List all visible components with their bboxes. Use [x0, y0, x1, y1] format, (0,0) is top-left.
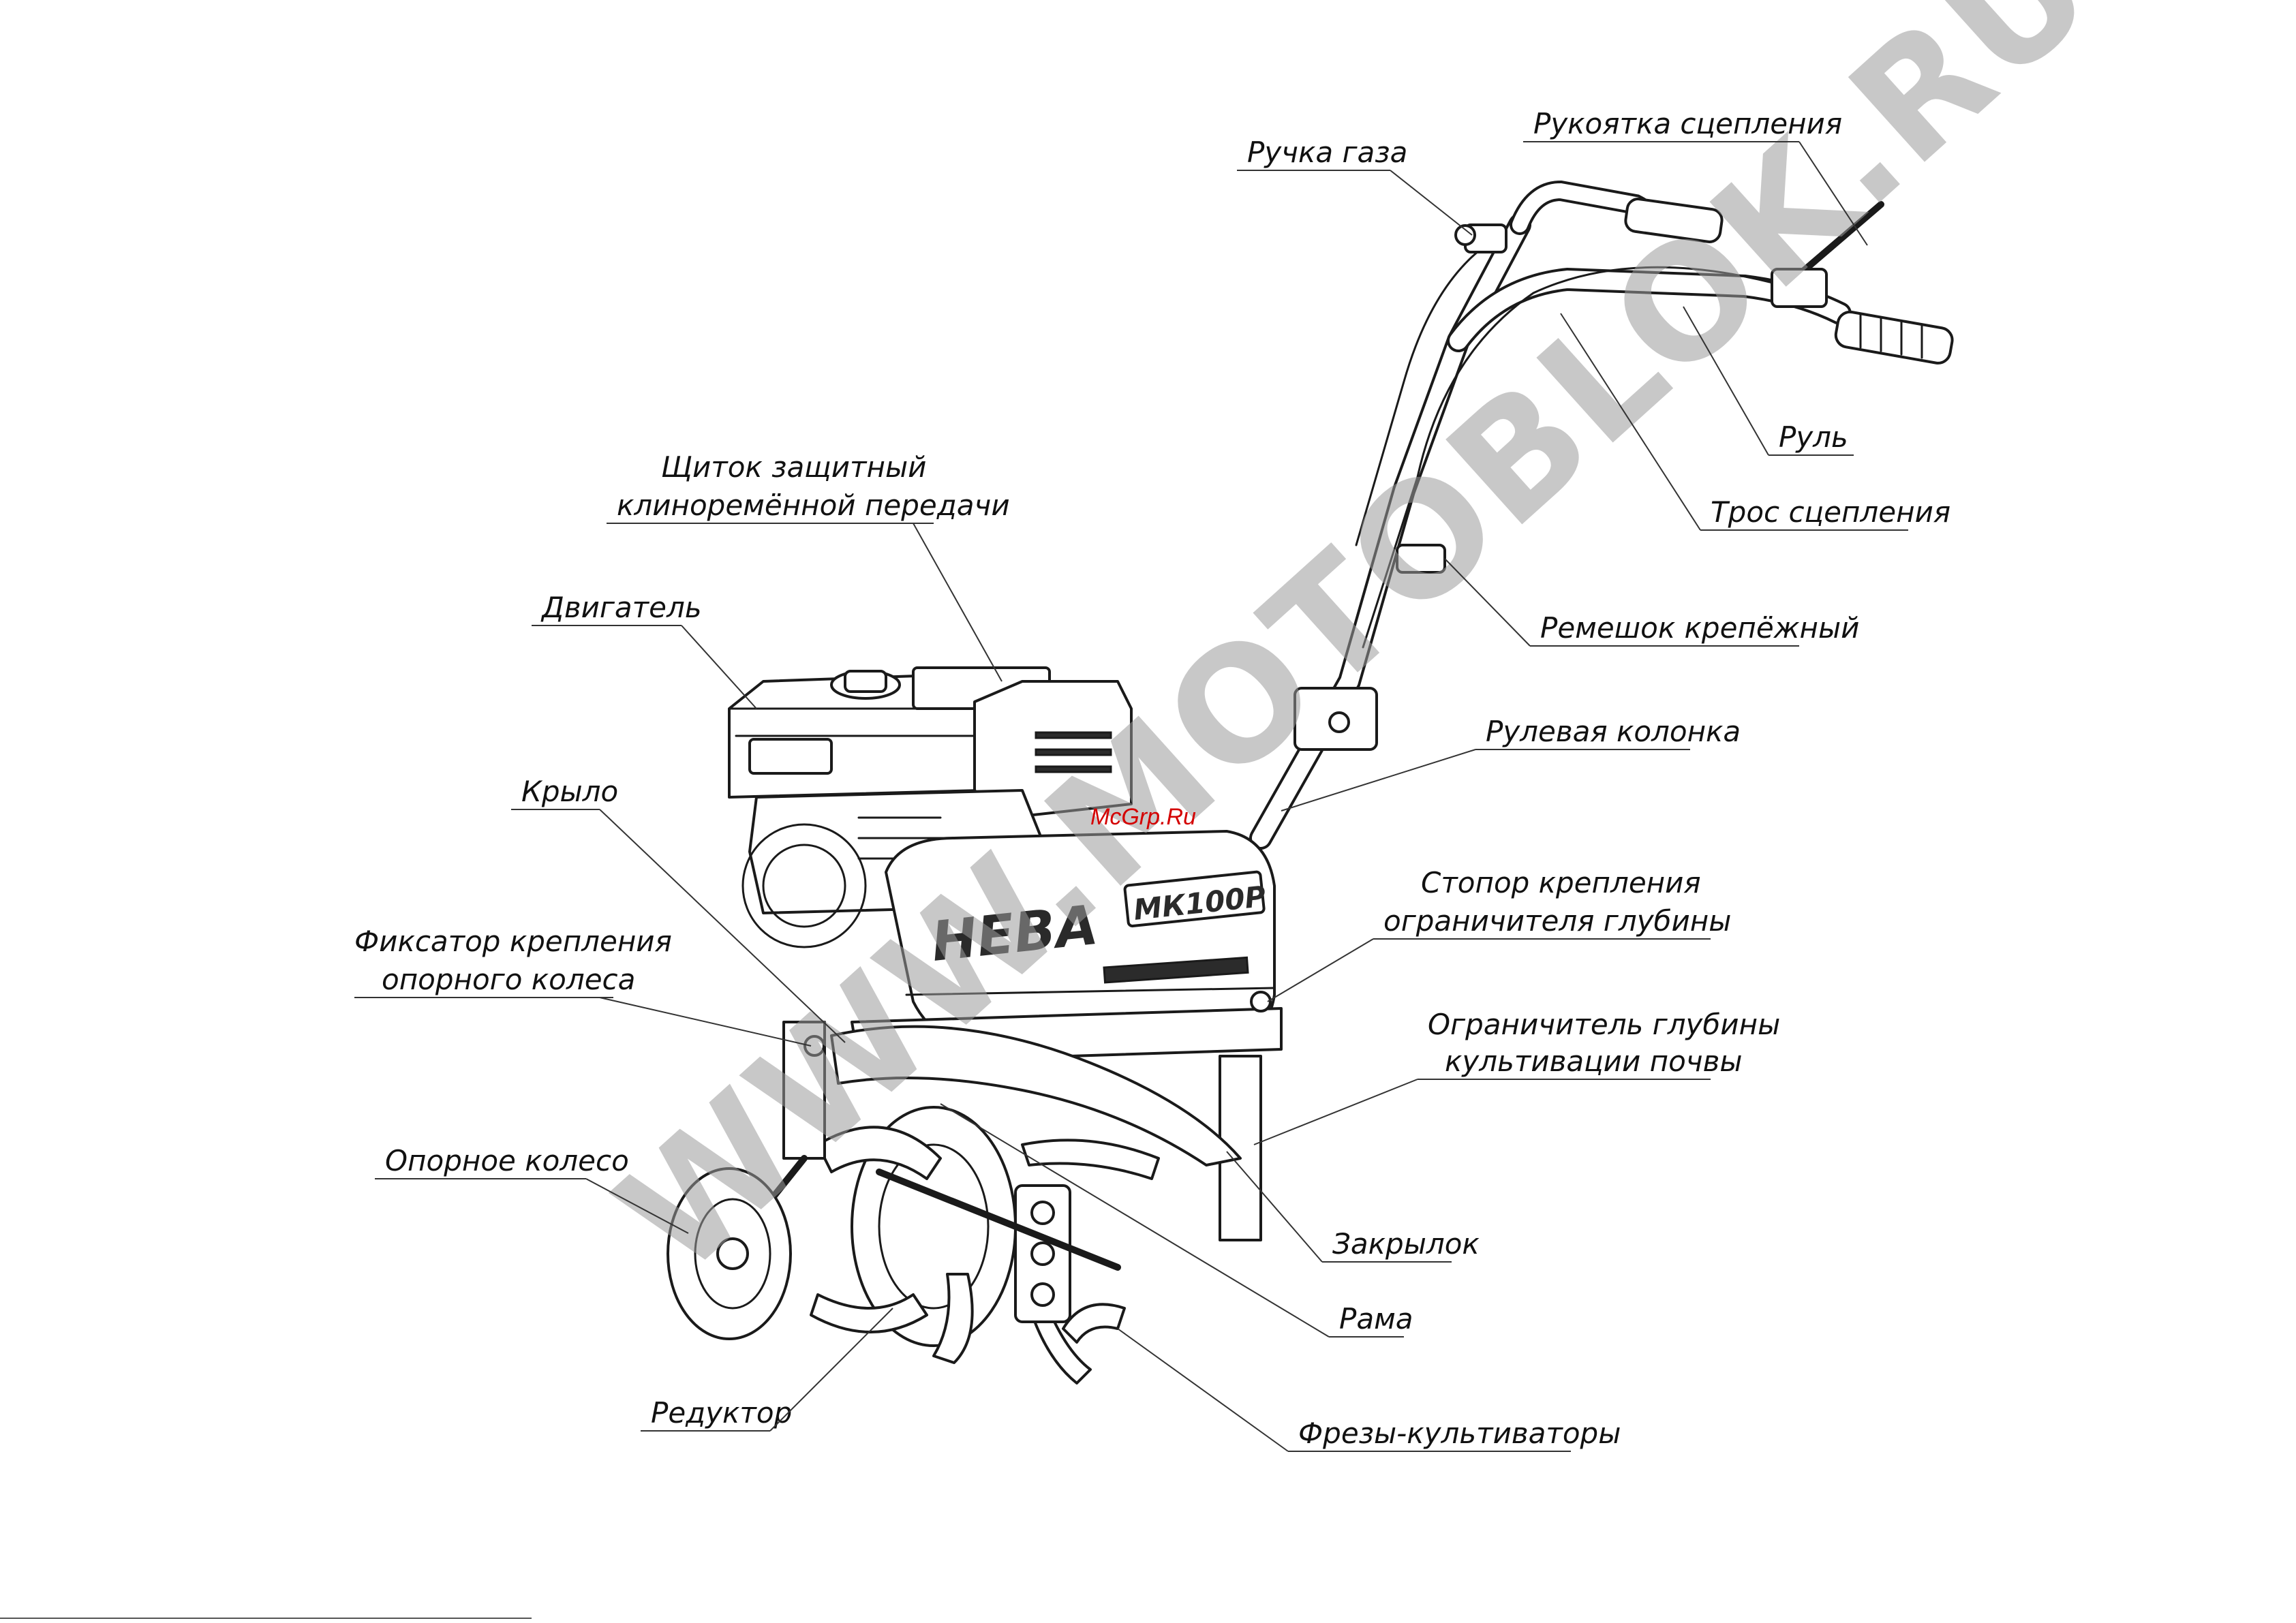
callout-wing: Крыло	[511, 775, 846, 1043]
label-belt-guard-line1: Щиток защитный	[661, 450, 926, 484]
label-cutters: Фрезы-культиваторы	[1298, 1417, 1621, 1450]
label-support-wheel: Опорное колесо	[385, 1144, 629, 1177]
label-engine: Двигатель	[540, 591, 702, 624]
label-strap: Ремешок крепёжный	[1540, 611, 1859, 645]
label-clutch-cable: Трос сцепления	[1711, 495, 1950, 529]
callout-frame: Рама	[940, 1103, 1413, 1338]
label-depth-stop-line2: ограничителя глубины	[1383, 904, 1731, 938]
wing-drawing	[830, 1025, 1242, 1166]
label-handlebar: Руль	[1779, 420, 1848, 454]
label-gearbox: Редуктор	[651, 1396, 792, 1429]
handlebar-drawing	[1249, 180, 1954, 850]
callout-belt-guard: Щиток защитный клиноремённой передачи	[607, 450, 1010, 682]
callout-flap: Закрылок	[1226, 1151, 1480, 1263]
callout-handlebar: Руль	[1683, 306, 1854, 456]
label-depth-limiter-line2: культивации почвы	[1445, 1045, 1743, 1078]
cultivator-illustration: МК100Р НЕВА	[667, 180, 1954, 1385]
callout-engine: Двигатель	[532, 591, 757, 709]
label-throttle: Ручка газа	[1247, 136, 1407, 169]
label-depth-limiter-line1: Ограничитель глубины	[1428, 1008, 1780, 1041]
callout-wheel-lock: Фиксатор крепления опорного колеса	[354, 925, 812, 1047]
label-clutch-handle: Рукоятка сцепления	[1533, 107, 1842, 140]
callout-gearbox: Редуктор	[641, 1308, 893, 1432]
label-belt-guard-line2: клиноремённой передачи	[617, 489, 1010, 522]
label-wing: Крыло	[521, 775, 618, 808]
belt-guard-drawing: МК100Р НЕВА	[885, 830, 1276, 1057]
cutters-drawing	[810, 1106, 1160, 1385]
label-wheel-lock-line1: Фиксатор крепления	[354, 925, 672, 958]
callout-cutters: Фрезы-культиваторы	[1117, 1328, 1621, 1452]
callout-support-wheel: Опорное колесо	[375, 1144, 689, 1234]
label-frame: Рама	[1339, 1302, 1413, 1335]
label-flap: Закрылок	[1332, 1227, 1480, 1261]
callout-depth-stop: Стопор крепления ограничителя глубины	[1267, 866, 1731, 1002]
support-wheel-drawing	[667, 1021, 826, 1340]
callout-depth-limiter: Ограничитель глубины культивации почвы	[1253, 1008, 1780, 1145]
callout-throttle: Ручка газа	[1237, 136, 1473, 236]
callout-steering-column: Рулевая колонка	[1281, 715, 1741, 812]
callout-clutch-cable: Трос сцепления	[1560, 313, 1950, 531]
watermark-small: McGrp.Ru	[1090, 804, 1196, 830]
label-depth-stop-line1: Стопор крепления	[1421, 866, 1701, 899]
label-wheel-lock-line2: опорного колеса	[382, 963, 635, 996]
watermark-main: WWW.MOTOBLOK.RU	[585, 0, 2127, 1309]
callout-clutch-handle: Рукоятка сцепления	[1523, 107, 1868, 246]
callout-strap: Ремешок крепёжный	[1444, 558, 1859, 647]
label-steering-column: Рулевая колонка	[1486, 715, 1741, 748]
